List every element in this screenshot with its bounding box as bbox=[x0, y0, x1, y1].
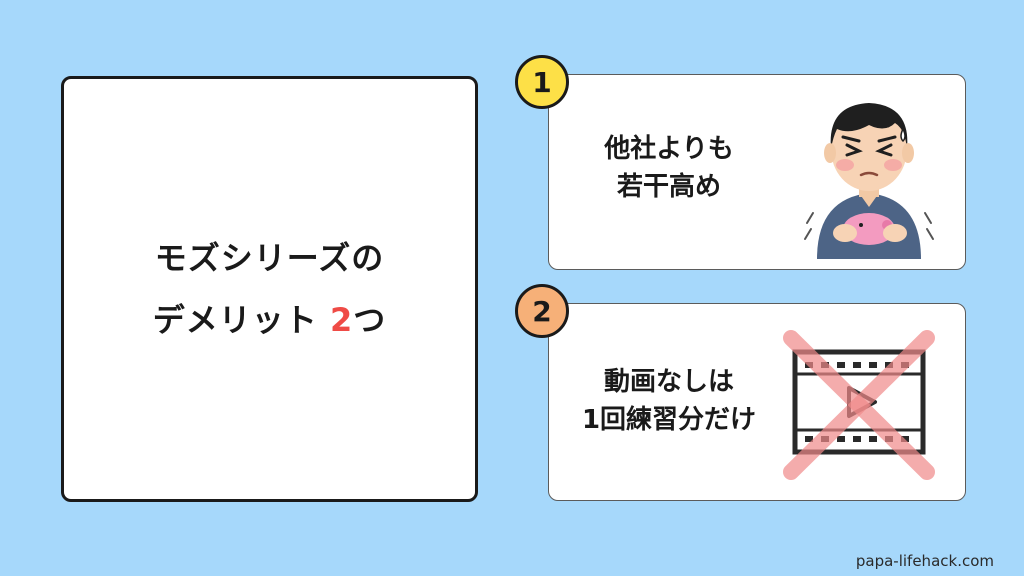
demerit-1-text: 他社よりも 若干高め bbox=[549, 131, 789, 206]
number-badge-1-label: 1 bbox=[532, 65, 552, 99]
demerit-1-line-2: 若干高め bbox=[616, 171, 721, 202]
main-title-line-2: デメリット 2つ bbox=[153, 304, 386, 336]
number-badge-2: 2 bbox=[515, 284, 569, 338]
worried-man-with-piggy-bank-icon bbox=[804, 103, 934, 259]
demerit-card-1: 他社よりも 若干高め bbox=[548, 74, 966, 270]
demerit-2-line-2: 1回練習分だけ bbox=[581, 404, 757, 435]
site-url: papa-lifehack.com bbox=[855, 552, 994, 570]
main-title-card: モズシリーズの デメリット 2つ bbox=[61, 76, 478, 502]
demerit-card-2: 動画なしは 1回練習分だけ bbox=[548, 303, 966, 501]
main-title-suffix: つ bbox=[353, 301, 387, 339]
number-badge-1: 1 bbox=[515, 55, 569, 109]
main-title-line-1: モズシリーズの bbox=[154, 239, 385, 277]
demerit-2-line-1: 動画なしは bbox=[603, 367, 734, 397]
main-title-prefix: デメリット bbox=[152, 301, 330, 339]
demerit-2-text: 動画なしは 1回練習分だけ bbox=[549, 364, 789, 439]
crossed-out-video-icon bbox=[783, 330, 935, 480]
demerit-1-line-1: 他社よりも bbox=[604, 134, 734, 164]
main-title-number: 2 bbox=[329, 301, 354, 339]
number-badge-2-label: 2 bbox=[532, 294, 552, 328]
